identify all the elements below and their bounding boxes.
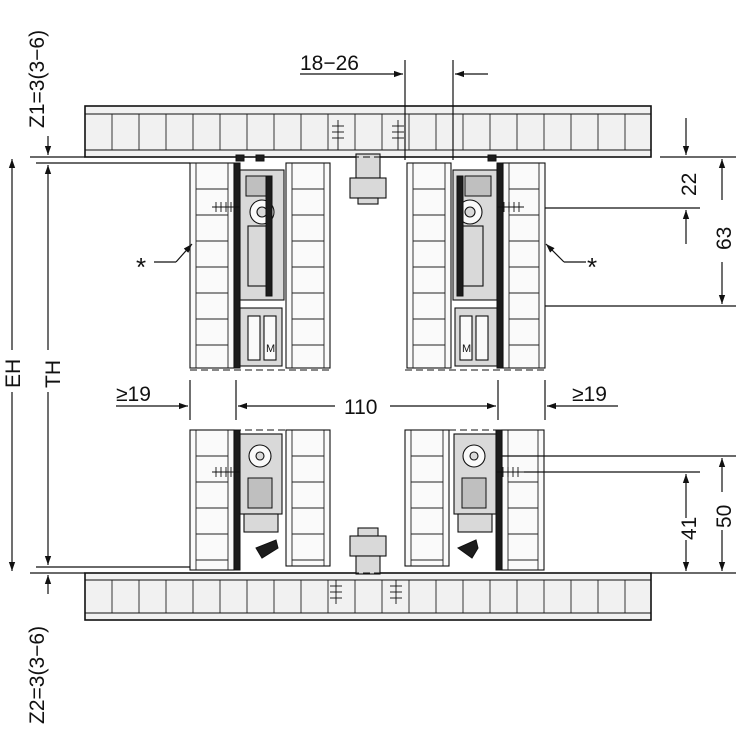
dimension-z1: Z1=3(3−6) <box>26 30 85 158</box>
svg-text:≥19: ≥19 <box>116 383 151 406</box>
screw-icon <box>497 202 524 212</box>
top-panel <box>84 105 652 158</box>
screw-icon <box>212 467 240 477</box>
svg-text:≥19: ≥19 <box>572 383 607 406</box>
dimension-eh: EH <box>2 159 25 571</box>
lower-right-door-assembly <box>404 429 545 571</box>
dimension-41-50: 41 50 <box>502 455 736 574</box>
dimension-min-left: ≥19 <box>116 380 191 420</box>
m-mark: M <box>266 343 275 355</box>
break-lines <box>190 156 545 574</box>
lower-left-door-assembly <box>189 429 331 571</box>
screw-icon <box>496 467 524 477</box>
panel-screws <box>330 120 404 604</box>
svg-text:50: 50 <box>713 505 736 528</box>
dimension-110: 110 <box>235 380 499 420</box>
svg-text:110: 110 <box>344 396 377 419</box>
dimension-th: TH <box>36 162 190 568</box>
svg-text:41: 41 <box>678 517 701 540</box>
svg-text:Z2=3(3−6): Z2=3(3−6) <box>26 626 49 724</box>
note-star-left: * <box>136 243 193 282</box>
svg-text:22: 22 <box>678 173 701 196</box>
svg-text:*: * <box>136 252 146 282</box>
svg-text:18−26: 18−26 <box>300 52 359 75</box>
bottom-panel <box>84 572 652 621</box>
dimension-22-63: 22 63 <box>545 118 736 307</box>
svg-text:*: * <box>587 252 597 282</box>
dimension-min-right: ≥19 <box>544 380 618 420</box>
svg-text:Z1=3(3−6): Z1=3(3−6) <box>26 30 49 128</box>
svg-text:TH: TH <box>42 360 65 388</box>
svg-text:EH: EH <box>2 359 25 388</box>
dimension-gap: 18−26 <box>300 52 488 160</box>
dimension-z2: Z2=3(3−6) <box>26 572 85 724</box>
top-guide-pin <box>349 153 387 205</box>
upper-right-door-assembly: M <box>406 154 546 369</box>
bottom-guide-pin <box>349 527 387 575</box>
screw-icon <box>212 202 240 212</box>
svg-text:63: 63 <box>713 227 736 250</box>
upper-left-door-assembly: M <box>189 154 331 369</box>
m-mark: M <box>462 343 471 355</box>
note-star-right: * <box>545 243 597 282</box>
